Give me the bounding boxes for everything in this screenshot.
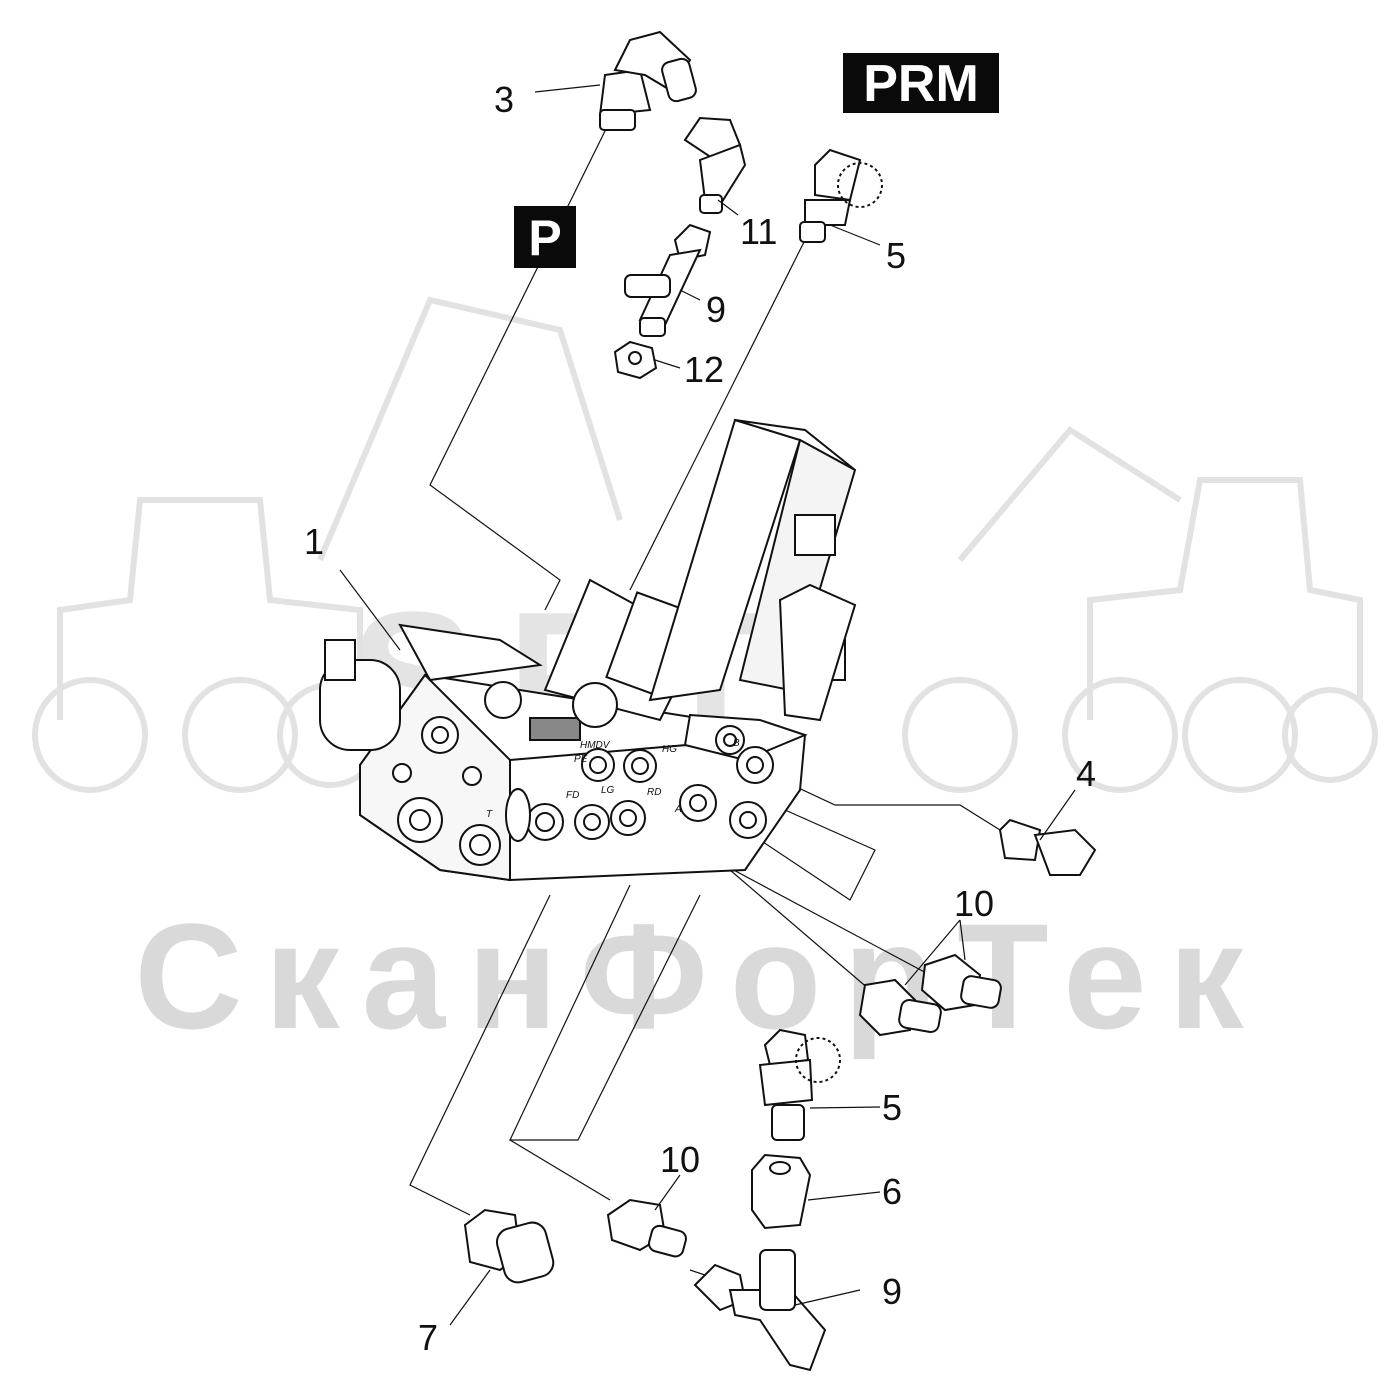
port-label-a: A xyxy=(674,804,682,815)
port-label-hmdv: HMDV xyxy=(580,740,611,751)
callout-leaders xyxy=(339,84,1076,1326)
callout-10-right: 10 xyxy=(954,883,995,924)
fitting-7-adapter xyxy=(463,1208,555,1284)
callout-6: 6 xyxy=(882,1171,903,1212)
callout-3: 3 xyxy=(494,79,515,120)
prm-tag: PRM xyxy=(843,53,999,113)
callout-7: 7 xyxy=(418,1317,439,1358)
callout-10-bottom: 10 xyxy=(660,1139,701,1180)
fitting-10-adapter-b xyxy=(920,953,1002,1012)
fitting-9-tee-top xyxy=(624,223,712,337)
line-10b-route xyxy=(509,1139,611,1201)
port-label-rd: RD xyxy=(647,787,661,798)
callout-5-top: 5 xyxy=(886,235,907,276)
callout-9-bottom: 9 xyxy=(882,1271,903,1312)
fitting-4-elbow xyxy=(998,818,1097,876)
callout-9-top: 9 xyxy=(706,289,727,330)
valve-block xyxy=(319,418,857,882)
fitting-12-nut xyxy=(613,340,658,380)
fitting-6-coupling xyxy=(751,1153,812,1230)
port-label-lg: LG xyxy=(601,785,615,796)
callout-11: 11 xyxy=(740,211,778,252)
port-label-t: T xyxy=(486,809,493,820)
callout-12: 12 xyxy=(684,349,725,390)
fitting-9-tee-bottom xyxy=(693,1249,827,1372)
watermark-text: СканФорТек xyxy=(134,892,1266,1060)
fitting-5-coupler-bottom xyxy=(758,1028,841,1141)
port-label-hg: HG xyxy=(662,744,677,755)
fitting-5-coupler-top xyxy=(799,148,883,243)
fitting-11-elbow xyxy=(683,116,747,214)
line-bundle-1 xyxy=(699,789,876,901)
p-tag: P xyxy=(514,206,576,268)
fitting-10-adapter-c xyxy=(606,1198,687,1258)
fitting-3-elbow xyxy=(598,30,697,131)
port-label-fd: FD xyxy=(566,790,579,801)
fitting-10-adapter-a xyxy=(858,978,942,1037)
callout-1: 1 xyxy=(304,521,325,562)
line-7-route xyxy=(409,894,551,1216)
callout-4: 4 xyxy=(1076,753,1097,794)
port-label-pe: PE xyxy=(574,754,588,765)
line-bundle-2 xyxy=(509,884,701,1141)
port-labels: T HMDV PE HG LG FD RD A B xyxy=(486,738,740,820)
line-p-to-port xyxy=(429,124,609,611)
callout-5-bottom: 5 xyxy=(882,1087,903,1128)
fittings xyxy=(463,30,1097,1372)
port-label-b: B xyxy=(733,738,740,749)
line-5-to-valve xyxy=(629,239,806,591)
